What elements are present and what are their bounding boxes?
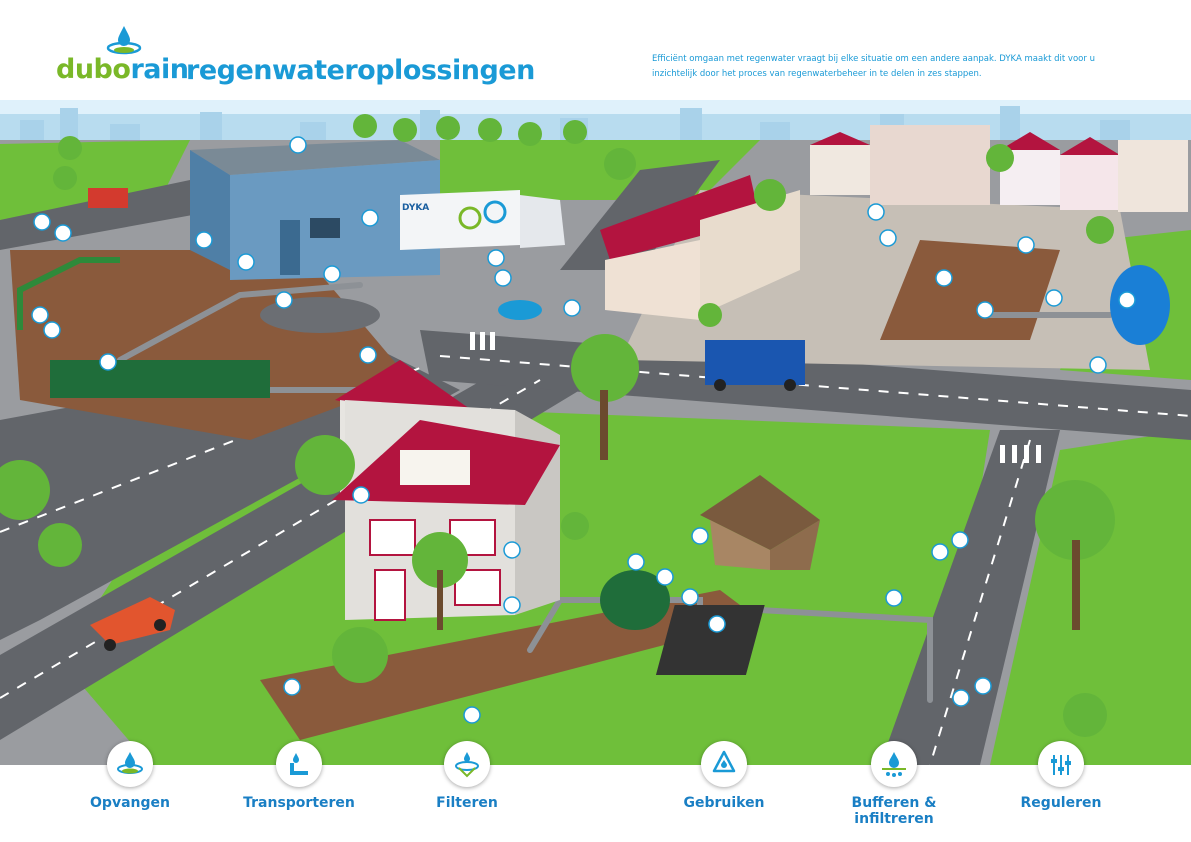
apartments xyxy=(810,125,1188,212)
regulate-icon xyxy=(1038,741,1084,787)
trees xyxy=(0,114,1115,737)
buffer-icon xyxy=(871,741,917,787)
blue-tank xyxy=(1110,265,1170,345)
green-pipe xyxy=(17,257,120,330)
green-underground-tank xyxy=(600,570,670,630)
shops xyxy=(600,175,800,320)
page-title: regenwateroplossingen xyxy=(186,55,535,86)
duborain-logo: duborain xyxy=(56,26,516,86)
main-house xyxy=(332,360,560,621)
grass-left xyxy=(0,140,190,230)
filter-icon xyxy=(444,741,490,787)
step-label: Gebruiken xyxy=(683,795,765,811)
warehouse xyxy=(190,140,440,280)
step-filteren: Filteren xyxy=(387,741,547,811)
step-opvangen: Opvangen xyxy=(50,741,210,811)
road-top-right xyxy=(560,160,720,270)
small-red-car xyxy=(88,188,128,208)
brand-part-2: rain xyxy=(130,54,189,85)
step-label: Bufferen & infiltreren xyxy=(851,795,937,827)
header: duborain regenwateroplossingen Efficiënt… xyxy=(0,0,1191,100)
blue-van xyxy=(705,340,805,391)
blue-car xyxy=(498,300,542,320)
svg-text:DYKA: DYKA xyxy=(402,203,429,213)
road-right xyxy=(880,430,1060,765)
step-markers xyxy=(31,136,1136,724)
process-steps: Opvangen Transporteren Filteren Gebruike… xyxy=(0,741,1191,842)
logo-drop-icon xyxy=(106,26,142,55)
grass-right xyxy=(990,430,1191,765)
garden-shed xyxy=(700,475,820,570)
step-label: Opvangen xyxy=(90,795,170,811)
intro-text: Efficiënt omgaan met regenwater vraagt b… xyxy=(652,54,1095,79)
red-car xyxy=(90,597,175,651)
black-tank xyxy=(655,605,765,675)
step-bufferen: Bufferen & infiltreren xyxy=(814,741,974,827)
step-transporteren: Transporteren xyxy=(219,741,379,811)
step-label: Reguleren xyxy=(1020,795,1102,811)
transport-icon xyxy=(276,741,322,787)
reuse-icon xyxy=(701,741,747,787)
step-label: Filteren xyxy=(436,795,498,811)
step-reguleren: Reguleren xyxy=(981,741,1141,811)
dyka-truck: DYKA xyxy=(400,190,565,250)
brand-part-1: dubo xyxy=(56,54,131,85)
collect-icon xyxy=(107,741,153,787)
step-gebruiken: Gebruiken xyxy=(644,741,804,811)
green-tank xyxy=(50,360,270,398)
brand-name: duborain xyxy=(56,54,189,85)
city-illustration: DYKA xyxy=(0,100,1191,765)
step-label: Transporteren xyxy=(243,795,355,811)
